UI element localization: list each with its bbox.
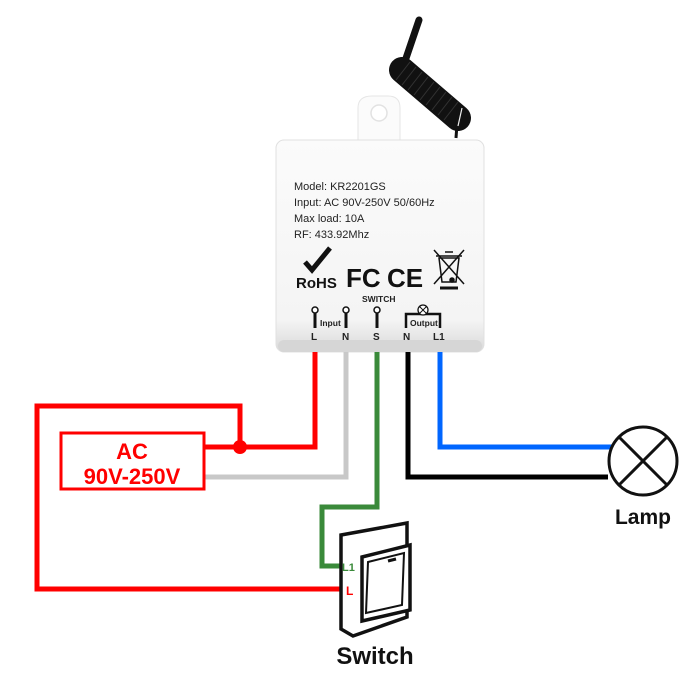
input-group-label: Input [320,318,341,328]
weee-bin-icon [433,249,465,290]
terminal-l1: L1 [433,332,445,343]
terminal-l: L [311,332,317,343]
switch-terminal-label: SWITCH [362,294,396,304]
switch-terminal-l-label: L [346,584,353,598]
rf-text: RF: 433.92Mhz [294,229,369,241]
ac-voltage-label: 90V-250V [84,464,181,489]
output-group-label: Output [410,318,438,328]
wire-live-output [437,352,612,450]
input-spec-text: Input: AC 90V-250V 50/60Hz [294,197,435,209]
ce-label: CE [387,263,423,293]
max-load-text: Max load: 10A [294,213,365,225]
terminal-s: S [373,332,380,343]
wire-live-loop [34,403,342,592]
model-text: Model: KR2201GS [294,181,386,193]
lamp-label: Lamp [615,506,671,529]
terminal-n-output: N [403,332,410,343]
lamp-icon [607,425,679,497]
ce-icon: CE [387,263,423,293]
wall-switch-icon [339,520,412,638]
relay-module: Model: KR2201GS Input: AC 90V-250V 50/60… [275,139,485,353]
terminal-pins [311,304,442,328]
antenna-icon [389,16,471,139]
wire-junction-dot [233,440,247,454]
wire-neutral-output [405,352,608,480]
fc-icon: FC [346,263,381,293]
switch-terminal-l1-label: L1 [342,562,355,574]
switch-label: Switch [336,643,413,670]
wire-switch-signal [319,352,380,569]
wire-neutral-input [204,352,349,480]
fc-label: FC [346,263,381,293]
ac-power-source: AC 90V-250V [59,431,206,491]
mounting-tab [357,95,401,143]
ac-label: AC [116,439,148,464]
wire-live-input [204,352,318,450]
terminal-n-input: N [342,332,349,343]
rohs-icon: RoHS [296,246,337,292]
rohs-label: RoHS [296,275,337,292]
